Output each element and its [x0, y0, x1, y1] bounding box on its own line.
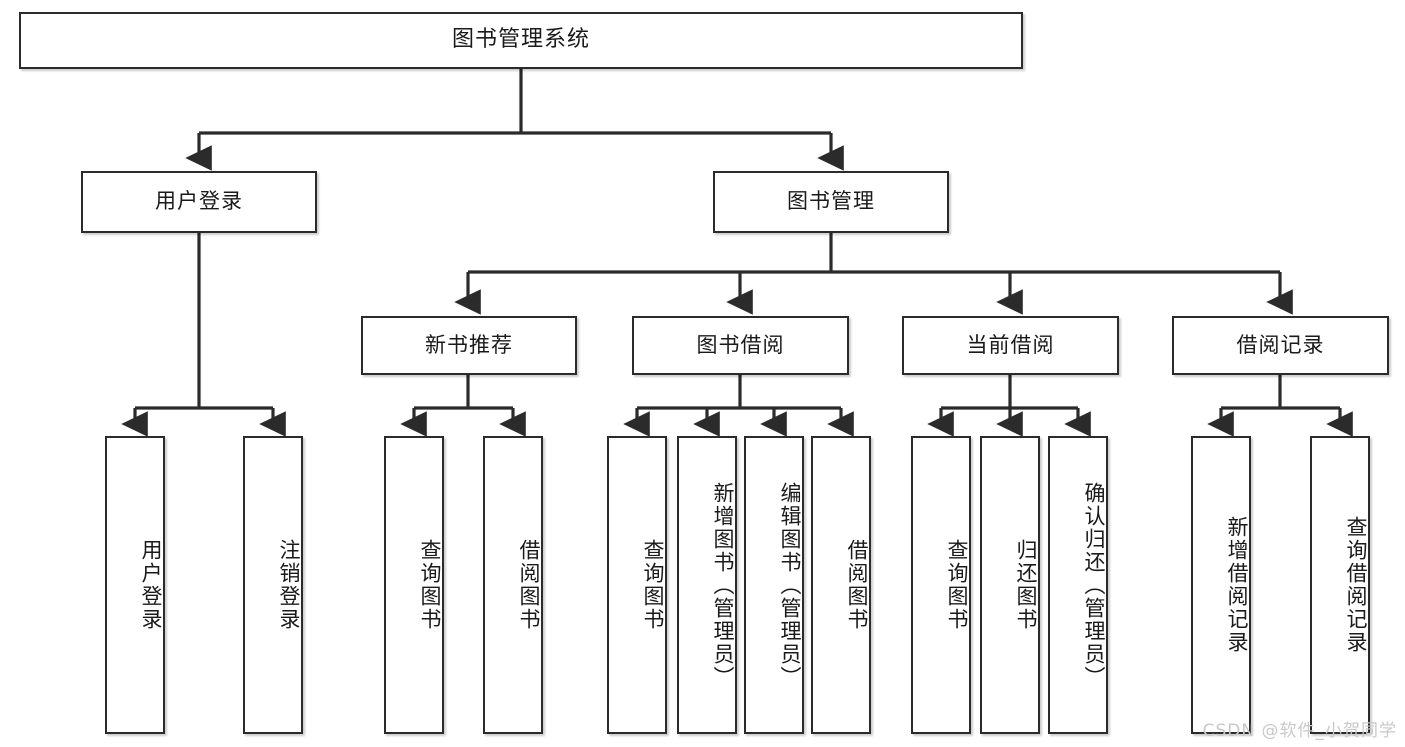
- leaf-borrow-query-book[interactable]: 查询图书: [607, 436, 667, 734]
- node-label: 用户登录: [139, 539, 163, 631]
- leaf-record-add-record[interactable]: 新增借阅记录: [1191, 436, 1251, 734]
- node-label: 编辑图书（管理员）: [778, 481, 802, 689]
- leaf-recommend-query-book[interactable]: 查询图书: [384, 436, 444, 734]
- node-label: 查询图书: [945, 539, 969, 631]
- node-label: 借阅图书: [517, 539, 541, 631]
- watermark: CSDN @软件_小贺同学: [1202, 721, 1397, 741]
- node-label: 查询借阅记录: [1344, 516, 1368, 654]
- node-label: 查询图书: [641, 539, 665, 631]
- node-label: 确认归还（管理员）: [1082, 481, 1106, 689]
- node-label: 查询图书: [418, 539, 442, 631]
- leaf-user-login-signin[interactable]: 用户登录: [105, 436, 165, 734]
- node-new-book-recommend[interactable]: 新书推荐: [361, 316, 577, 375]
- node-book-borrow[interactable]: 图书借阅: [632, 316, 849, 375]
- node-label: 图书管理: [787, 189, 875, 214]
- node-label: 借阅图书: [845, 539, 869, 631]
- node-label: 注销登录: [277, 539, 301, 631]
- node-label: 新增借阅记录: [1225, 516, 1249, 654]
- node-label: 当前借阅: [966, 332, 1055, 357]
- leaf-record-query-record[interactable]: 查询借阅记录: [1310, 436, 1370, 734]
- node-label: 归还图书: [1014, 539, 1038, 631]
- leaf-borrow-edit-book-admin[interactable]: 编辑图书（管理员）: [744, 436, 804, 734]
- node-current-borrow[interactable]: 当前借阅: [902, 316, 1119, 375]
- node-label: 借阅记录: [1236, 332, 1325, 357]
- leaf-current-return-book[interactable]: 归还图书: [980, 436, 1040, 734]
- node-book-management[interactable]: 图书管理: [713, 171, 949, 233]
- node-borrow-record[interactable]: 借阅记录: [1172, 316, 1389, 375]
- leaf-recommend-borrow-book[interactable]: 借阅图书: [483, 436, 543, 734]
- node-label: 图书借阅: [696, 332, 785, 357]
- leaf-current-confirm-return-admin[interactable]: 确认归还（管理员）: [1048, 436, 1108, 734]
- leaf-user-login-signout[interactable]: 注销登录: [243, 436, 303, 734]
- node-user-login[interactable]: 用户登录: [81, 171, 317, 233]
- leaf-current-query-book[interactable]: 查询图书: [911, 436, 971, 734]
- leaf-borrow-add-book-admin[interactable]: 新增图书（管理员）: [677, 436, 737, 734]
- leaf-borrow-borrow-book[interactable]: 借阅图书: [811, 436, 871, 734]
- node-label: 新书推荐: [425, 332, 513, 357]
- node-root-system[interactable]: 图书管理系统: [19, 12, 1023, 69]
- node-label: 新增图书（管理员）: [711, 481, 735, 689]
- node-label: 图书管理系统: [451, 27, 590, 53]
- node-label: 用户登录: [155, 189, 243, 214]
